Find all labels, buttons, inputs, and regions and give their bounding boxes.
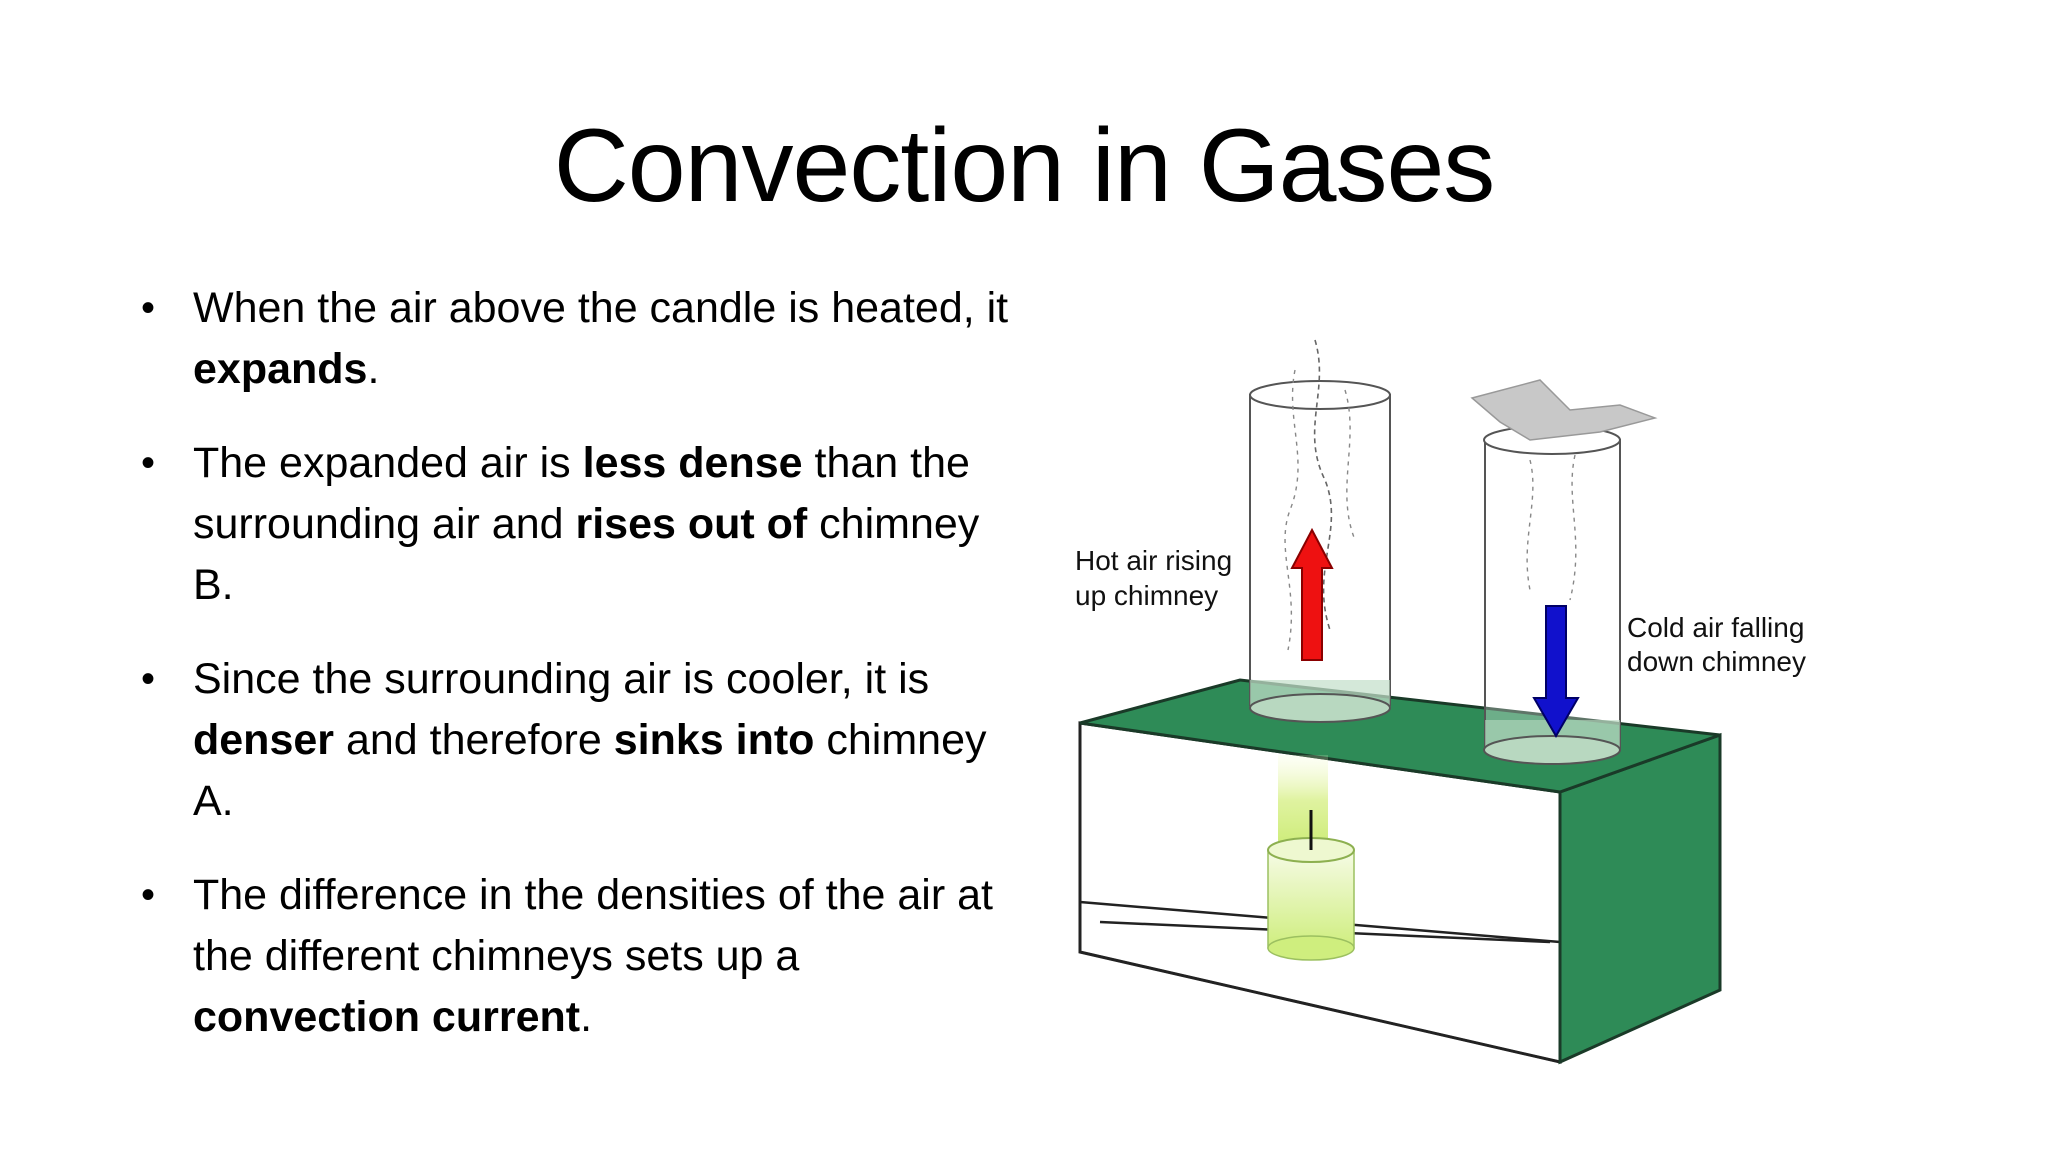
bullet-list: • When the air above the candle is heate… (137, 278, 1017, 1081)
candle-glow (1278, 755, 1328, 845)
bullet-dot-icon: • (141, 873, 156, 917)
candle-icon (1267, 810, 1355, 961)
bullet-dot-icon: • (141, 286, 156, 330)
bullet-text: The difference in the densities of the a… (193, 871, 993, 1041)
bullet-item: • When the air above the candle is heate… (137, 278, 1017, 400)
bullet-text: The expanded air is less dense than the … (193, 439, 980, 609)
slide-title: Convection in Gases (553, 108, 1496, 224)
bullet-item: • Since the surrounding air is cooler, i… (137, 649, 1017, 832)
cold-air-down-arrow-icon (1532, 605, 1580, 738)
hot-air-label-line1: Hot air rising (1075, 545, 1232, 576)
bullet-text: Since the surrounding air is cooler, it … (193, 655, 987, 825)
bullet-item: • The expanded air is less dense than th… (137, 433, 1017, 616)
bullet-text: When the air above the candle is heated,… (193, 284, 1009, 393)
paper-icon (1470, 379, 1658, 441)
cold-air-label-line1: Cold air falling (1627, 612, 1804, 643)
convection-diagram: Hot air rising up chimney Cold air falli… (1075, 339, 1806, 1065)
bullet-dot-icon: • (141, 657, 156, 701)
bullet-item: • The difference in the densities of the… (137, 865, 1017, 1048)
hot-air-up-arrow-icon (1290, 527, 1334, 661)
bullet-dot-icon: • (141, 441, 156, 485)
hot-air-label-line2: up chimney (1075, 580, 1218, 611)
cold-air-label-line2: down chimney (1627, 646, 1806, 677)
chimney-b-left (1249, 339, 1391, 723)
